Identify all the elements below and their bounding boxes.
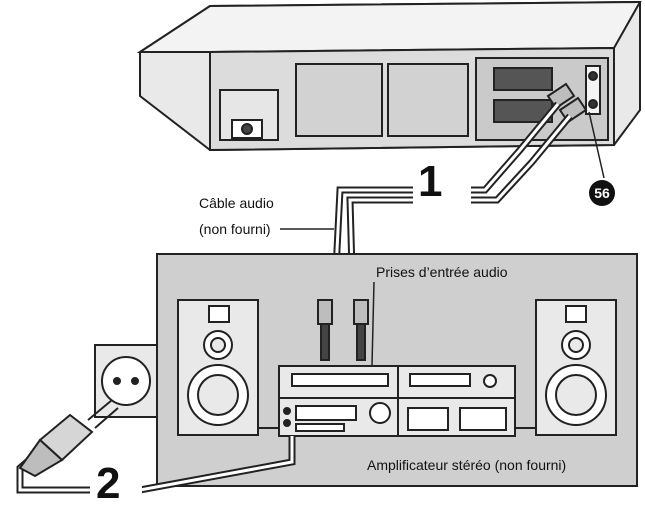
vcr-rca-plugs — [546, 82, 605, 179]
audio-cable-label: Câble audio — [199, 195, 274, 211]
vcr-vent-right — [387, 63, 469, 137]
amplifier-label: Amplificateur stéréo (non fourni) — [367, 457, 567, 473]
right-speaker — [535, 299, 617, 436]
audio-cable-note: (non fourni) — [199, 221, 271, 237]
tape-deck-slot — [291, 373, 389, 387]
cd-tray — [407, 407, 449, 431]
speaker-tweeter-grill — [565, 305, 587, 323]
input-jacks-label: Prises d’entrée audio — [376, 264, 508, 280]
speaker-tweeter-grill — [208, 305, 230, 323]
tuner-knob-icon — [483, 374, 497, 388]
amp-display — [295, 405, 357, 421]
vcr-unit — [136, 0, 642, 152]
step-2-label: 2 — [96, 459, 121, 508]
step-1-gap — [413, 158, 471, 212]
jack-icon — [588, 99, 598, 109]
cd-controls — [459, 407, 507, 431]
reference-pointer — [588, 111, 605, 179]
power-socket-icon — [241, 123, 253, 135]
amplifier-rca-plugs — [317, 299, 369, 361]
step-2-gap — [90, 470, 142, 506]
amp-buttons — [295, 423, 345, 432]
scart-connector-top — [493, 67, 553, 91]
jacks-leader-line — [371, 281, 375, 366]
rca-plug-icon — [353, 299, 369, 325]
volume-knob-icon — [369, 402, 391, 424]
left-speaker — [177, 299, 259, 436]
plug-strain-relief — [18, 438, 64, 478]
tuner-display — [409, 373, 471, 387]
plug-prong — [87, 399, 113, 421]
step-1-label: 1 — [418, 157, 443, 206]
jack-icon — [588, 71, 598, 81]
reference-marker: 56 — [589, 180, 615, 206]
vcr-top — [136, 0, 642, 53]
power-led-icon — [283, 419, 291, 427]
stereo-amplifier — [278, 365, 516, 437]
outlet-socket-icon — [101, 356, 151, 406]
plug-prong — [94, 407, 119, 429]
power-plug — [18, 399, 119, 478]
vcr-vent-left — [295, 63, 383, 137]
rca-plug-icon — [546, 82, 576, 110]
rca-plug-icon — [317, 299, 333, 325]
power-led-icon — [283, 407, 291, 415]
